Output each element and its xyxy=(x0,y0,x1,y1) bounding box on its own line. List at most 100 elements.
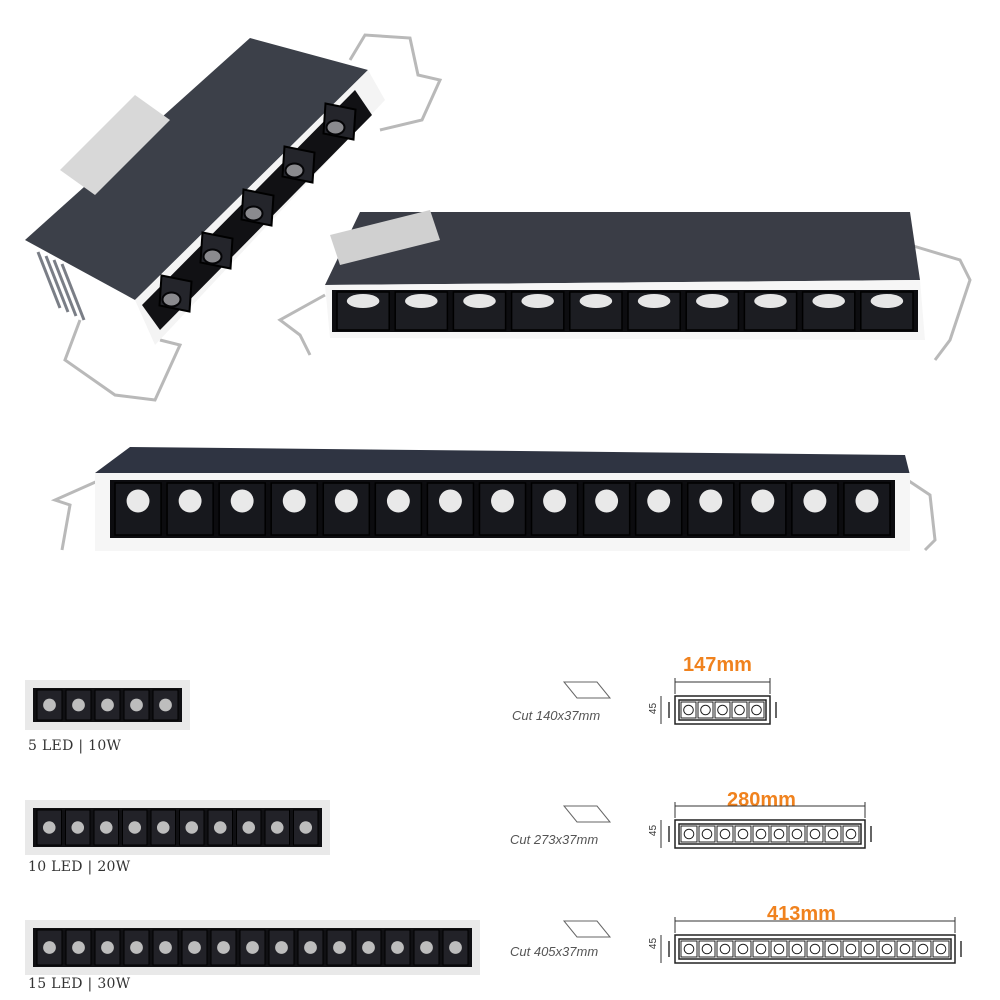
led-icon xyxy=(159,941,172,954)
led-icon xyxy=(334,489,358,513)
cut-size-label: Cut 140x37mm xyxy=(512,708,601,723)
led-icon xyxy=(282,489,306,513)
led-icon xyxy=(449,941,462,954)
led-icon xyxy=(935,943,947,955)
variant-caption: 10 LED | 20W xyxy=(28,859,131,875)
led-cell xyxy=(824,825,842,843)
led-cell xyxy=(734,940,752,958)
led-icon xyxy=(755,828,767,840)
led-icon xyxy=(845,828,857,840)
led-icon xyxy=(270,821,284,834)
led-cell xyxy=(752,825,770,843)
led-icon xyxy=(683,704,694,716)
led-icon xyxy=(803,489,827,513)
led-icon xyxy=(543,489,567,513)
led-icon xyxy=(734,704,745,716)
led-cell xyxy=(716,940,734,958)
product-label xyxy=(330,210,440,265)
led-icon xyxy=(391,941,404,954)
led-cell xyxy=(770,940,788,958)
led-cell xyxy=(748,701,765,719)
led-icon xyxy=(275,941,288,954)
led-icon xyxy=(333,941,346,954)
led-icon xyxy=(827,943,839,955)
led-icon xyxy=(72,698,85,712)
led-cell xyxy=(123,929,150,966)
led-icon xyxy=(737,828,749,840)
led-icon xyxy=(881,943,893,955)
length-dimension: 413mm xyxy=(767,903,836,925)
led-cell xyxy=(680,825,698,843)
led-icon xyxy=(246,941,259,954)
led-cell xyxy=(714,701,731,719)
led-icon xyxy=(156,821,170,834)
led-icon xyxy=(717,704,728,716)
led-cell xyxy=(914,940,932,958)
technical-drawing-5led xyxy=(660,678,777,725)
led-icon xyxy=(43,698,56,712)
led-cell xyxy=(152,689,179,721)
led-icon xyxy=(491,489,514,513)
technical-drawing-10led xyxy=(660,802,872,849)
variant-photo-10led xyxy=(25,800,330,855)
led-cell xyxy=(394,291,449,331)
led-icon xyxy=(773,943,785,955)
led-icon xyxy=(791,943,803,955)
led-cell xyxy=(698,825,716,843)
led-icon xyxy=(579,294,613,308)
led-cell xyxy=(239,929,266,966)
led-icon xyxy=(719,943,731,955)
led-icon xyxy=(917,943,929,955)
led-cell xyxy=(842,940,860,958)
led-icon xyxy=(683,943,695,955)
led-icon xyxy=(43,941,56,954)
led-cell xyxy=(36,689,63,721)
led-icon xyxy=(870,294,904,308)
length-dimension: 147mm xyxy=(683,654,752,676)
led-icon xyxy=(845,943,857,955)
led-icon xyxy=(683,828,695,840)
led-icon xyxy=(405,294,438,308)
led-icon xyxy=(304,941,317,954)
led-icon xyxy=(719,828,731,840)
led-icon xyxy=(242,821,256,834)
spring-clip-icon xyxy=(50,473,937,552)
led-icon xyxy=(899,943,911,955)
led-icon xyxy=(809,828,821,840)
led-icon xyxy=(230,489,254,513)
led-cell xyxy=(627,291,681,331)
led-cell xyxy=(824,940,842,958)
led-icon xyxy=(71,821,85,834)
led-cell xyxy=(413,929,440,966)
led-cell xyxy=(842,825,860,843)
product-photo-15led xyxy=(50,447,937,552)
led-icon xyxy=(420,941,433,954)
led-icon xyxy=(346,294,380,308)
led-icon xyxy=(101,941,114,954)
led-icon xyxy=(126,489,150,513)
led-cell xyxy=(932,940,950,958)
led-cell xyxy=(697,701,714,719)
variant-photo-15led xyxy=(25,920,480,975)
led-cell xyxy=(770,825,788,843)
variant-photo-5led xyxy=(25,680,190,730)
led-icon xyxy=(243,205,264,222)
led-cell xyxy=(210,929,237,966)
led-cell xyxy=(731,701,748,719)
led-icon xyxy=(42,821,56,834)
led-cell xyxy=(752,940,770,958)
led-icon xyxy=(72,941,85,954)
cut-size-label: Cut 405x37mm xyxy=(510,944,599,959)
led-cell xyxy=(896,940,914,958)
led-icon xyxy=(128,821,142,834)
led-icon xyxy=(701,828,713,840)
led-icon xyxy=(188,941,201,954)
led-icon xyxy=(637,294,671,308)
variant-caption: 5 LED | 10W xyxy=(28,738,122,754)
spring-clip-icon xyxy=(63,33,443,402)
led-icon xyxy=(855,489,879,513)
technical-drawing-15led xyxy=(660,917,962,964)
led-icon xyxy=(773,828,785,840)
led-icon xyxy=(438,489,462,513)
cut-shape-icon xyxy=(562,681,612,699)
